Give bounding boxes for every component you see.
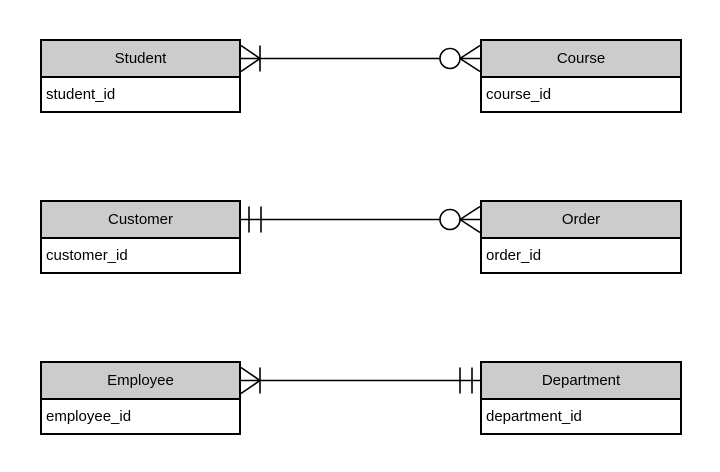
zero-circle-icon	[439, 47, 461, 70]
entity-customer: Customer customer_id	[40, 200, 241, 274]
entity-employee: Employee employee_id	[40, 361, 241, 435]
entity-employee-attribute: employee_id	[42, 400, 239, 433]
entity-order-title: Order	[482, 202, 680, 239]
crow-foot-icon	[240, 379, 261, 395]
entity-order-attribute: order_id	[482, 239, 680, 272]
entity-course: Course course_id	[480, 39, 682, 113]
crow-foot-icon	[459, 44, 481, 60]
entity-employee-title: Employee	[42, 363, 239, 400]
crow-foot-icon	[459, 205, 481, 221]
entity-student-title: Student	[42, 41, 239, 78]
entity-department: Department department_id	[480, 361, 682, 435]
entity-order: Order order_id	[480, 200, 682, 274]
entity-customer-title: Customer	[42, 202, 239, 239]
crow-foot-icon	[459, 218, 481, 234]
entity-course-title: Course	[482, 41, 680, 78]
entity-customer-attribute: customer_id	[42, 239, 239, 272]
entity-course-attribute: course_id	[482, 78, 680, 111]
zero-circle-icon	[439, 208, 461, 231]
crow-foot-icon	[459, 57, 481, 73]
entity-student: Student student_id	[40, 39, 241, 113]
entity-department-attribute: department_id	[482, 400, 680, 433]
crow-foot-icon	[240, 366, 261, 382]
entity-department-title: Department	[482, 363, 680, 400]
entity-student-attribute: student_id	[42, 78, 239, 111]
crow-foot-icon	[240, 57, 261, 73]
crow-foot-icon	[240, 44, 261, 60]
